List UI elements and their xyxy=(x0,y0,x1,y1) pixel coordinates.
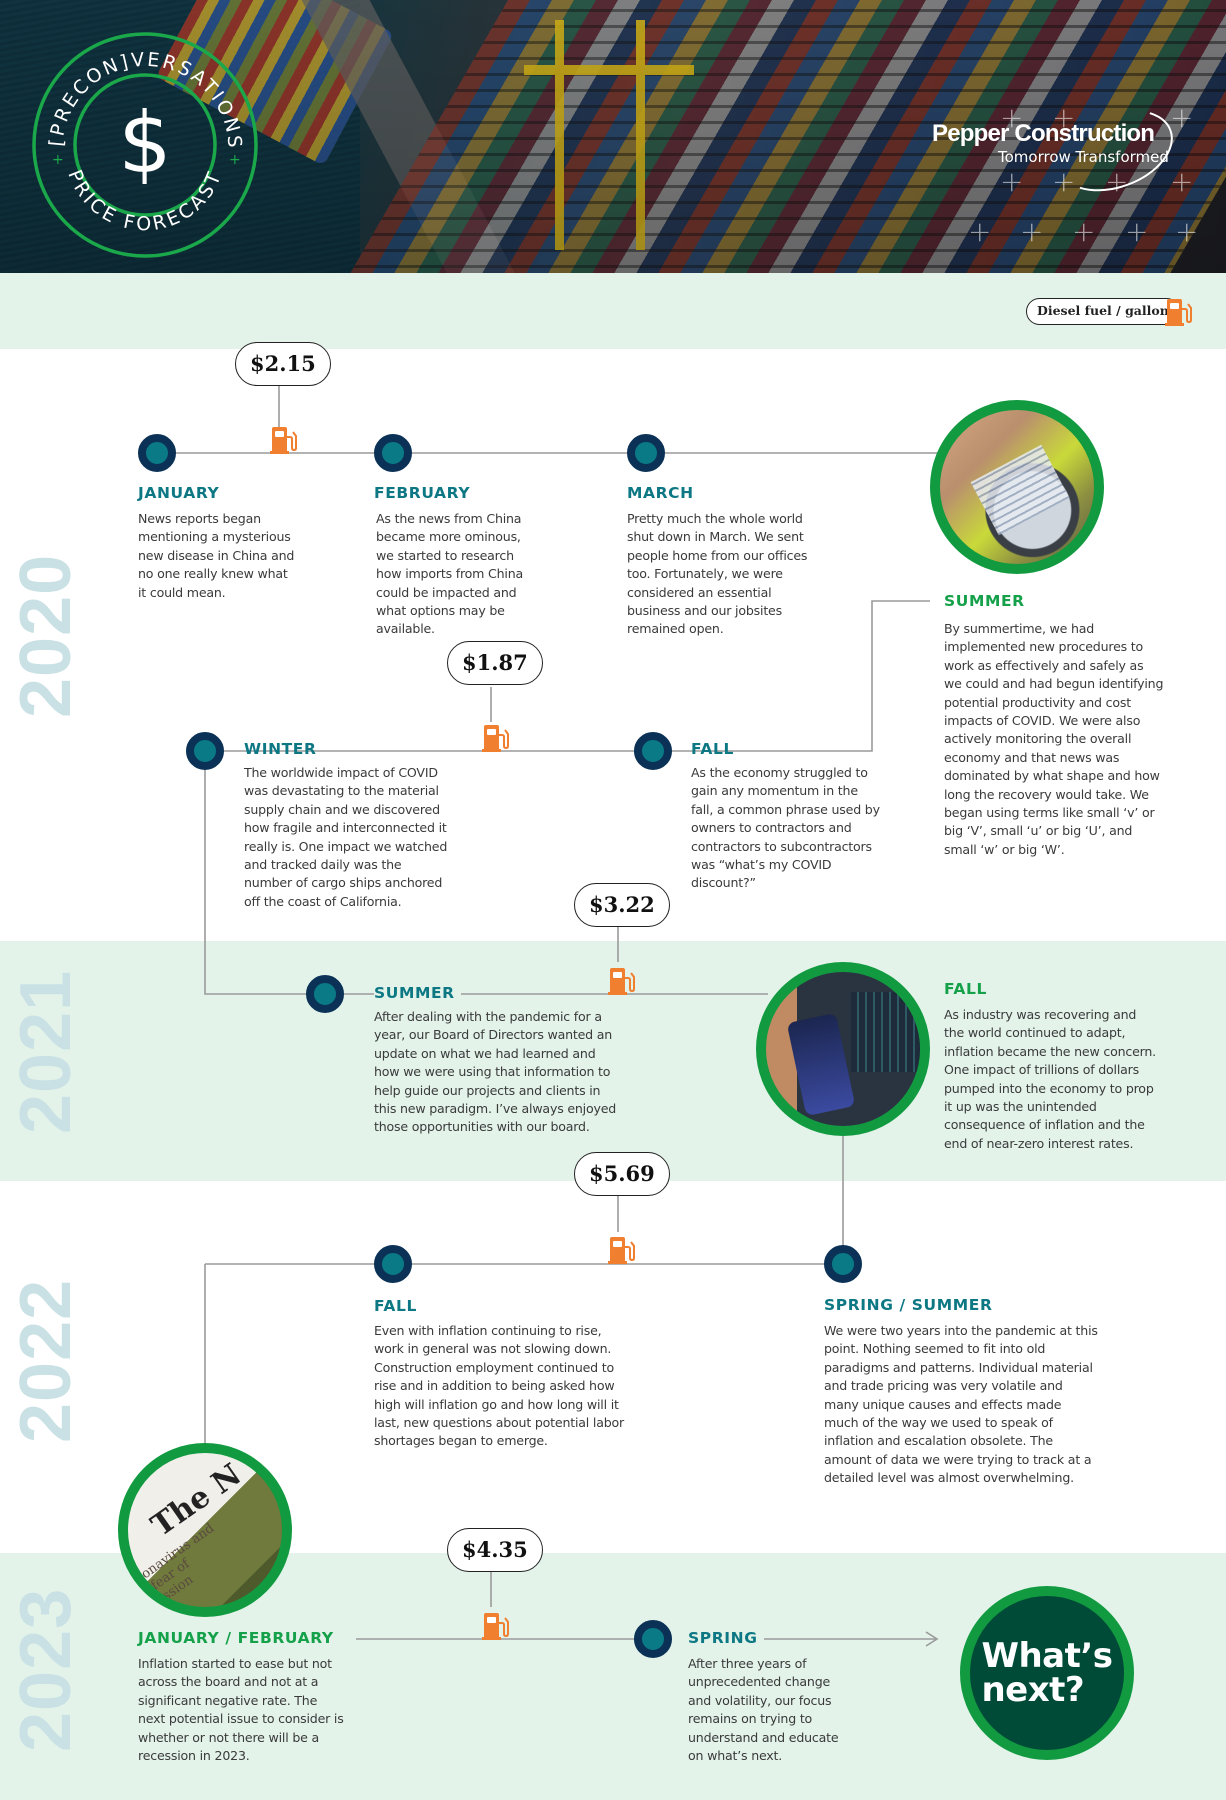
timeline-node xyxy=(634,732,672,770)
timeline-node xyxy=(374,1245,412,1283)
timeline-node xyxy=(186,732,224,770)
plus-decoration: + xyxy=(1052,165,1076,198)
event-label-mar-2020: MARCH xyxy=(627,484,694,502)
event-label-winter-2020: WINTER xyxy=(244,740,317,758)
dollar-sign-icon: $ xyxy=(118,94,171,192)
fuel-pump-icon xyxy=(270,426,297,454)
year-label-2023: 2023 xyxy=(6,1587,86,1752)
newspaper-photo: The N Coronavirus and the fear of recess… xyxy=(118,1443,292,1617)
event-label-fall-2021: FALL xyxy=(944,980,987,998)
legend-band xyxy=(0,273,1226,349)
stock-chart-phone-photo xyxy=(756,962,930,1136)
event-text-feb-2020: As the news from China became more omino… xyxy=(376,511,524,637)
event-label-jan-2020: JANUARY xyxy=(138,484,220,502)
event-text-spring-2023: After three years of unprecedented chang… xyxy=(688,1656,839,1764)
plus-decoration: + xyxy=(1072,215,1096,248)
brand-name: Pepper Construction xyxy=(932,120,1155,147)
preconversations-badge: [PRECON]VERSATIONS PRICE FORECAST + + $ xyxy=(32,32,258,258)
plus-icon: + xyxy=(52,152,64,168)
event-text-summer-2021: After dealing with the pandemic for a ye… xyxy=(374,1009,617,1135)
fuel-price-bubble: $2.15 xyxy=(235,342,331,386)
event-text-winter-2020: The worldwide impact of COVID was devast… xyxy=(244,765,448,909)
plus-decoration: + xyxy=(968,215,992,248)
plus-decoration: + xyxy=(1020,215,1044,248)
fuel-pump-icon xyxy=(1165,296,1192,326)
year-label-2021: 2021 xyxy=(6,969,86,1134)
fuel-pump-icon xyxy=(482,724,509,752)
whats-next-circle: What’s next? xyxy=(960,1586,1134,1760)
timeline-node xyxy=(627,434,665,472)
event-text-fall-2020: As the economy struggled to gain any mom… xyxy=(691,765,880,891)
event-label-spring-2023: SPRING xyxy=(688,1629,758,1647)
event-text-mar-2020: Pretty much the whole world shut down in… xyxy=(627,511,808,637)
event-label-summer-2020: SUMMER xyxy=(944,592,1025,610)
plus-decoration: + xyxy=(1052,101,1076,134)
plus-icon: + xyxy=(229,152,241,168)
plus-decoration: + xyxy=(1125,215,1149,248)
timeline-node xyxy=(634,1620,672,1658)
timeline-node xyxy=(306,975,344,1013)
hero-crane xyxy=(524,20,694,250)
timeline-node xyxy=(824,1245,862,1283)
timeline-node xyxy=(374,434,412,472)
event-label-fall-2022: FALL xyxy=(374,1297,417,1315)
brand-logo: Pepper Construction Tomorrow Transformed xyxy=(930,94,1190,208)
fuel-legend-label: Diesel fuel / gallon xyxy=(1026,298,1180,325)
plus-decoration: + xyxy=(1170,165,1194,198)
event-text-jan-2020: News reports began mentioning a mysterio… xyxy=(138,511,295,600)
plus-decoration: + xyxy=(1105,165,1129,198)
fuel-price-bubble: $1.87 xyxy=(447,641,543,685)
worker-tablet-photo xyxy=(930,400,1104,574)
event-text-fall-2021: As industry was recovering and the world… xyxy=(944,1007,1156,1151)
fuel-price-bubble: $3.22 xyxy=(574,883,670,927)
event-label-feb-2020: FEBRUARY xyxy=(374,484,471,502)
hero-banner: + + + + + + + + + + + + [PRECON]VERSATIO… xyxy=(0,0,1226,273)
plus-decoration: + xyxy=(1175,215,1199,248)
timeline-node xyxy=(138,434,176,472)
event-label-summer-2021: SUMMER xyxy=(374,984,461,1002)
plus-decoration: + xyxy=(1170,101,1194,134)
plus-decoration: + xyxy=(1000,165,1024,198)
fuel-price-bubble: $5.69 xyxy=(574,1152,670,1196)
event-text-summer-2020: By summertime, we had implemented new pr… xyxy=(944,621,1164,857)
event-text-fall-2022: Even with inflation continuing to rise, … xyxy=(374,1323,624,1449)
event-text-spring-summer-2022: We were two years into the pandemic at t… xyxy=(824,1323,1098,1486)
brand-tagline: Tomorrow Transformed xyxy=(998,148,1169,166)
year-label-2022: 2022 xyxy=(6,1278,86,1443)
event-label-spring-summer-2022: SPRING / SUMMER xyxy=(824,1296,993,1314)
fuel-pump-icon xyxy=(608,1236,635,1264)
event-label-janfeb-2023: JANUARY / FEBRUARY xyxy=(138,1629,334,1647)
plus-decoration: + xyxy=(1000,101,1024,134)
whats-next-text: What’s next? xyxy=(981,1636,1113,1710)
event-label-fall-2020: FALL xyxy=(691,740,734,758)
event-text-janfeb-2023: Inflation started to ease but not across… xyxy=(138,1656,344,1764)
year-label-2020: 2020 xyxy=(6,553,86,718)
fuel-price-bubble: $4.35 xyxy=(447,1528,543,1572)
